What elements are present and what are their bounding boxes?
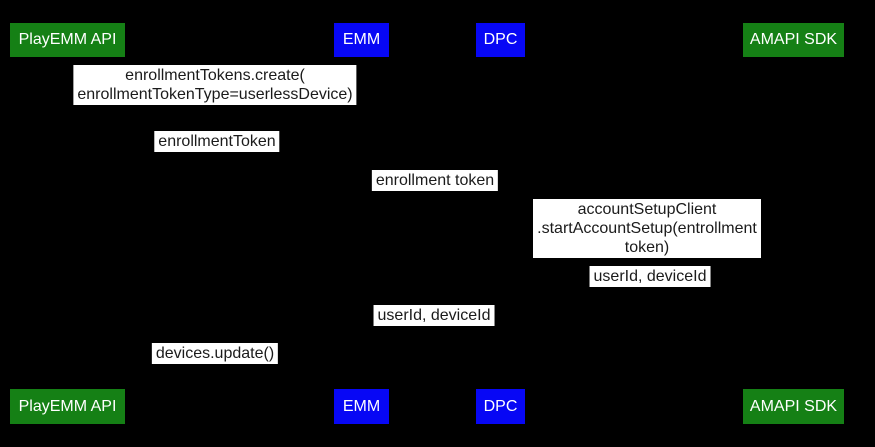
message-enrollment-token-to-dpc: enrollment token [371, 170, 499, 191]
actor-playemm-api-bottom: PlayEMM API [10, 389, 125, 424]
message-start-account-setup: accountSetupClient .startAccountSetup(en… [533, 199, 761, 258]
message-userid-deviceid-from-amapi: userId, deviceId [589, 266, 711, 287]
message-enrollment-tokens-create: enrollmentTokens.create( enrollmentToken… [73, 65, 357, 105]
actor-amapi-sdk-bottom: AMAPI SDK [743, 389, 844, 424]
actor-emm-top: EMM [334, 23, 389, 57]
actor-dpc-bottom: DPC [476, 389, 525, 424]
message-devices-update: devices.update() [151, 343, 279, 364]
actor-dpc-top: DPC [476, 23, 525, 57]
message-userid-deviceid-to-emm: userId, deviceId [373, 305, 495, 326]
actor-emm-bottom: EMM [334, 389, 389, 424]
actor-amapi-sdk-top: AMAPI SDK [743, 23, 844, 57]
actor-playemm-api-top: PlayEMM API [10, 23, 125, 57]
message-enrollment-token-reply: enrollmentToken [154, 131, 280, 152]
